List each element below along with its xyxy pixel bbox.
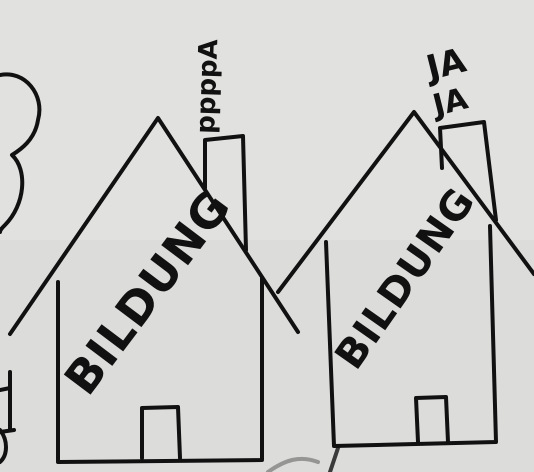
house-left-smoke: ppppA: [191, 39, 224, 135]
